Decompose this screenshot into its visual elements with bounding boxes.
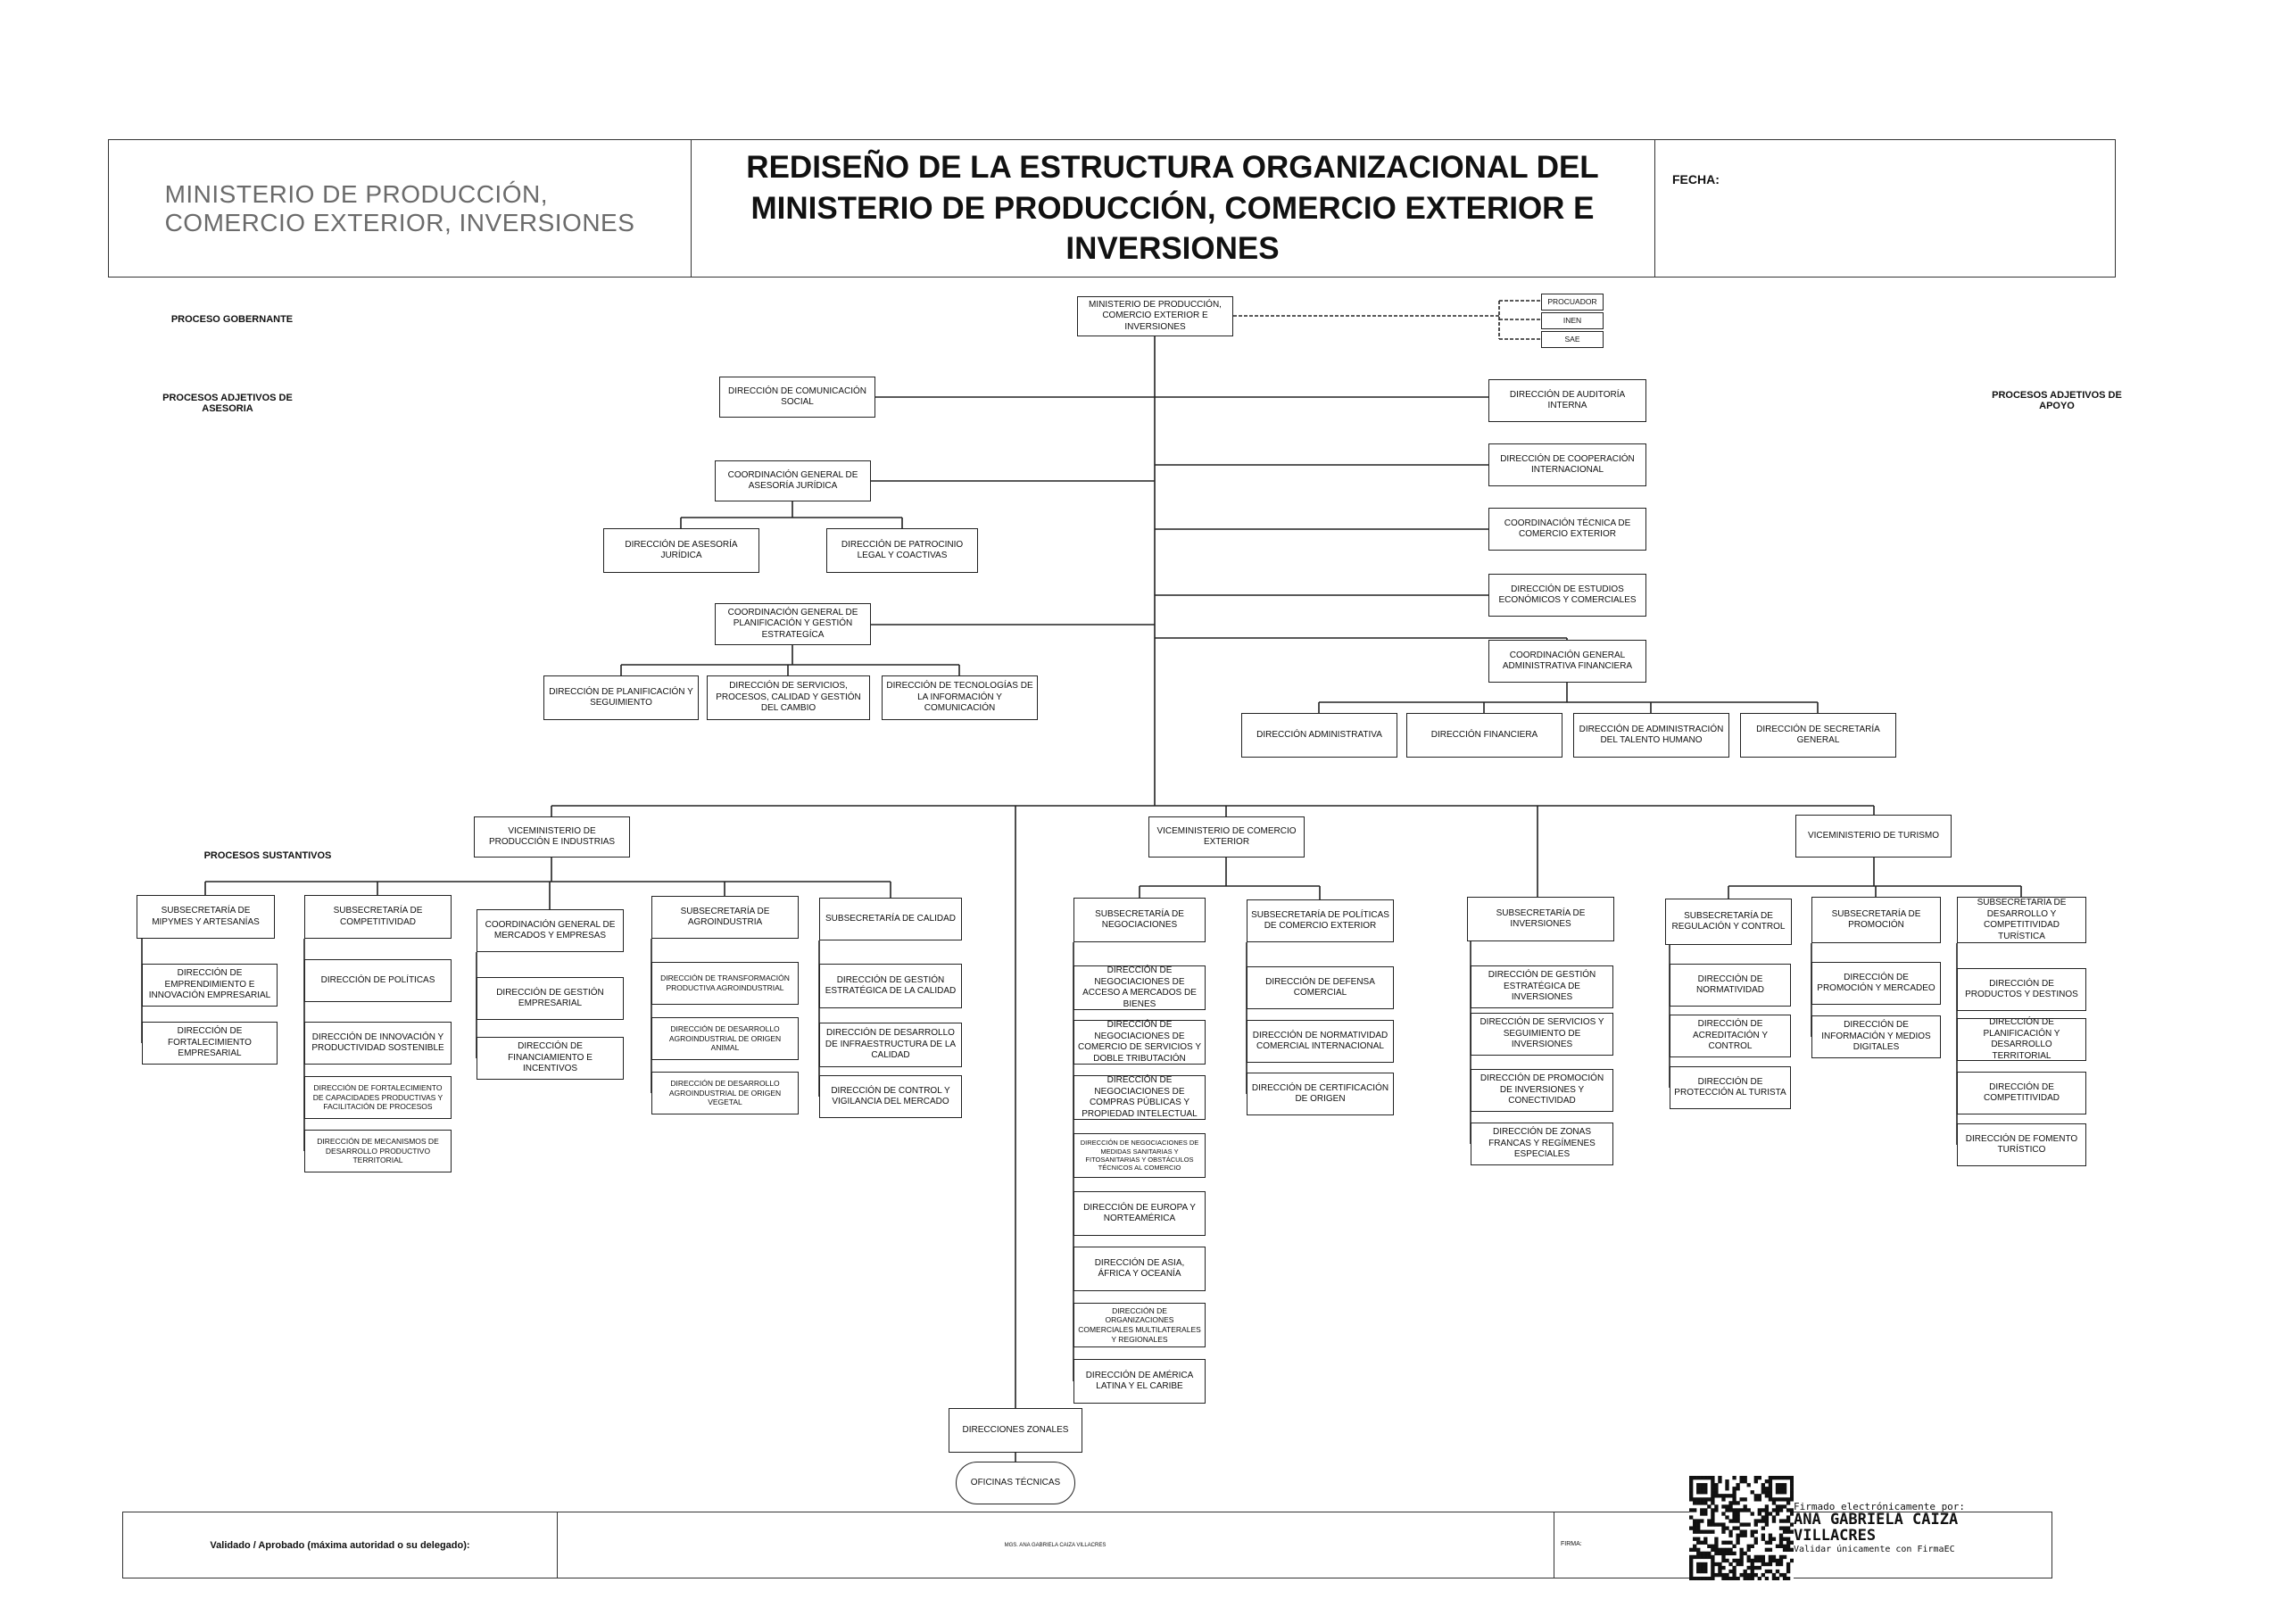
- box-dir-servicios-inv[interactable]: DIRECCIÓN DE SERVICIOS Y SEGUIMIENTO DE …: [1471, 1013, 1613, 1056]
- box-dir-patrocinio[interactable]: DIRECCIÓN DE PATROCINIO LEGAL Y COACTIVA…: [826, 528, 978, 573]
- box-procuraduria[interactable]: PROCUADOR: [1541, 294, 1604, 311]
- box-sub-mipymes[interactable]: SUBSECRETARÍA DE MIPYMES Y ARTESANÍAS: [137, 895, 275, 939]
- box-vm-comercio[interactable]: VICEMINISTERIO DE COMERCIO EXTERIOR: [1148, 816, 1305, 858]
- box-cg-asesoria[interactable]: COORDINACIÓN GENERAL DE ASESORÍA JURÍDIC…: [715, 460, 871, 501]
- signature-line-2: ANA GABRIELA CAIZA: [1794, 1511, 1959, 1529]
- box-dir-gestion-inv[interactable]: DIRECCIÓN DE GESTIÓN ESTRATÉGICA DE INVE…: [1471, 965, 1613, 1008]
- box-sub-negociaciones[interactable]: SUBSECRETARÍA DE NEGOCIACIONES: [1073, 898, 1206, 942]
- box-sub-promocion[interactable]: SUBSECRETARÍA DE PROMOCIÓN: [1811, 897, 1941, 943]
- box-dir-acreditacion[interactable]: DIRECCIÓN DE ACREDITACIÓN Y CONTROL: [1670, 1015, 1791, 1057]
- box-dir-informacion[interactable]: DIRECCIÓN DE INFORMACIÓN Y MEDIOS DIGITA…: [1811, 1015, 1941, 1058]
- box-dir-tecnologias[interactable]: DIRECCIÓN DE TECNOLOGÍAS DE LA INFORMACI…: [882, 675, 1038, 720]
- document-title: REDISEÑO DE LA ESTRUCTURA ORGANIZACIONAL…: [746, 150, 1599, 267]
- box-dir-administrativa[interactable]: DIRECCIÓN ADMINISTRATIVA: [1241, 713, 1397, 758]
- box-dir-planificacion-tur[interactable]: DIRECCIÓN DE PLANIFICACIÓN Y DESARROLLO …: [1957, 1017, 2086, 1061]
- ministry-logo: MINISTERIO DE PRODUCCIÓN, COMERCIO EXTER…: [109, 140, 692, 277]
- box-dir-defensa[interactable]: DIRECCIÓN DE DEFENSA COMERCIAL: [1247, 966, 1394, 1009]
- box-dir-infra-calidad[interactable]: DIRECCIÓN DE DESARROLLO DE INFRAESTRUCTU…: [819, 1023, 962, 1067]
- box-dir-comunicacion[interactable]: DIRECCIÓN DE COMUNICACIÓN SOCIAL: [719, 377, 875, 418]
- box-sub-politicas-ce[interactable]: SUBSECRETARÍA DE POLÍTICAS DE COMERCIO E…: [1247, 899, 1394, 942]
- box-dir-neg-sanitarias[interactable]: DIRECCIÓN DE NEGOCIACIONES DE MEDIDAS SA…: [1073, 1133, 1206, 1178]
- box-vm-turismo[interactable]: VICEMINISTERIO DE TURISMO: [1795, 815, 1952, 858]
- box-dir-america[interactable]: DIRECCIÓN DE AMÉRICA LATINA Y EL CARIBE: [1073, 1359, 1206, 1404]
- box-dir-financiamiento[interactable]: DIRECCIÓN DE FINANCIAMIENTO E INCENTIVOS: [477, 1037, 624, 1080]
- logo-text: MINISTERIO DE PRODUCCIÓN, COMERCIO EXTER…: [164, 180, 635, 236]
- box-dir-emprendimiento[interactable]: DIRECCIÓN DE EMPRENDIMIENTO E INNOVACIÓN…: [142, 964, 278, 1007]
- firma-label: FIRMA:: [1561, 1541, 1582, 1547]
- box-dir-financiera[interactable]: DIRECCIÓN FINANCIERA: [1406, 713, 1562, 758]
- box-dir-agro-vegetal[interactable]: DIRECCIÓN DE DESARROLLO AGROINDUSTRIAL D…: [651, 1072, 799, 1114]
- box-inen[interactable]: INEN: [1541, 312, 1604, 329]
- label-asesoria: PROCESOS ADJETIVOS DE ASESORIA: [162, 393, 293, 414]
- box-dir-fort-capacidades[interactable]: DIRECCIÓN DE FORTALECIMIENTO DE CAPACIDA…: [304, 1076, 452, 1119]
- box-dir-zonales[interactable]: DIRECCIONES ZONALES: [949, 1408, 1082, 1453]
- box-dir-europa[interactable]: DIRECCIÓN DE EUROPA Y NORTEAMÉRICA: [1073, 1191, 1206, 1236]
- box-dir-neg-servicios[interactable]: DIRECCIÓN DE NEGOCIACIONES DE COMERCIO D…: [1073, 1020, 1206, 1065]
- box-dir-proteccion[interactable]: DIRECCIÓN DE PROTECCIÓN AL TURISTA: [1670, 1066, 1791, 1109]
- box-dir-mecanismos[interactable]: DIRECCIÓN DE MECANISMOS DE DESARROLLO PR…: [304, 1130, 452, 1172]
- box-sub-desarrollo-tur[interactable]: SUBSECRETARÍA DE DESARROLLO Y COMPETITIV…: [1957, 897, 2086, 943]
- box-dir-gestion-emp[interactable]: DIRECCIÓN DE GESTIÓN EMPRESARIAL: [477, 977, 624, 1020]
- box-dir-innovacion[interactable]: DIRECCIÓN DE INNOVACIÓN Y PRODUCTIVIDAD …: [304, 1022, 452, 1065]
- document-title-cell: REDISEÑO DE LA ESTRUCTURA ORGANIZACIONAL…: [691, 140, 1655, 277]
- box-oficinas-tecnicas[interactable]: OFICINAS TÉCNICAS: [956, 1462, 1075, 1504]
- box-dir-normatividad[interactable]: DIRECCIÓN DE NORMATIVIDAD: [1670, 964, 1791, 1007]
- approval-footer: Validado / Aprobado (máxima autoridad o …: [122, 1512, 2052, 1578]
- box-sub-calidad[interactable]: SUBSECRETARÍA DE CALIDAD: [819, 898, 962, 940]
- approver-name: MGS. ANA GABRIELA CAIZA VILLACRES: [557, 1512, 1554, 1578]
- box-dir-promocion-mercadeo[interactable]: DIRECCIÓN DE PROMOCIÓN Y MERCADEO: [1811, 962, 1941, 1005]
- box-cg-planificacion[interactable]: COORDINACIÓN GENERAL DE PLANIFICACIÓN Y …: [715, 603, 871, 645]
- box-vm-produccion[interactable]: VICEMINISTERIO DE PRODUCCIÓN E INDUSTRIA…: [474, 816, 630, 858]
- box-dir-transformacion[interactable]: DIRECCIÓN DE TRANSFORMACIÓN PRODUCTIVA A…: [651, 962, 799, 1005]
- box-dir-politicas[interactable]: DIRECCIÓN DE POLÍTICAS: [304, 959, 452, 1002]
- box-ministerio[interactable]: MINISTERIO DE PRODUCCIÓN, COMERCIO EXTER…: [1077, 296, 1233, 336]
- label-apoyo: PROCESOS ADJETIVOS DE APOYO: [1992, 390, 2122, 411]
- date-label: FECHA:: [1672, 172, 1720, 186]
- box-dir-control[interactable]: DIRECCIÓN DE CONTROL Y VIGILANCIA DEL ME…: [819, 1075, 962, 1118]
- box-dir-auditoria[interactable]: DIRECCIÓN DE AUDITORÍA INTERNA: [1488, 379, 1646, 422]
- box-dir-neg-bienes[interactable]: DIRECCIÓN DE NEGOCIACIONES DE ACCESO A M…: [1073, 965, 1206, 1010]
- box-dir-estudios[interactable]: DIRECCIÓN DE ESTUDIOS ECONÓMICOS Y COMER…: [1488, 574, 1646, 617]
- box-coord-tecnica[interactable]: COORDINACIÓN TÉCNICA DE COMERCIO EXTERIO…: [1488, 508, 1646, 551]
- box-dir-zonas[interactable]: DIRECCIÓN DE ZONAS FRANCAS Y REGÍMENES E…: [1471, 1123, 1613, 1165]
- box-dir-agro-animal[interactable]: DIRECCIÓN DE DESARROLLO AGROINDUSTRIAL D…: [651, 1017, 799, 1060]
- signature-line-4: Validar únicamente con FirmaEC: [1794, 1544, 1955, 1554]
- box-dir-asesoria[interactable]: DIRECCIÓN DE ASESORÍA JURÍDICA: [603, 528, 759, 573]
- box-dir-planificacion[interactable]: DIRECCIÓN DE PLANIFICACIÓN Y SEGUIMIENTO: [543, 675, 699, 720]
- signature-line-1: Firmado electrónicamente por:: [1794, 1501, 1966, 1512]
- box-dir-organizaciones[interactable]: DIRECCIÓN DE ORGANIZACIONES COMERCIALES …: [1073, 1303, 1206, 1347]
- signature-line-3: VILLACRES: [1794, 1526, 1877, 1545]
- box-sub-agroindustria[interactable]: SUBSECRETARÍA DE AGROINDUSTRIA: [651, 896, 799, 939]
- box-dir-normatividad-ci[interactable]: DIRECCIÓN DE NORMATIVIDAD COMERCIAL INTE…: [1247, 1020, 1394, 1063]
- box-cg-administrativa[interactable]: COORDINACIÓN GENERAL ADMINISTRATIVA FINA…: [1488, 640, 1646, 683]
- box-dir-certificacion[interactable]: DIRECCIÓN DE CERTIFICACIÓN DE ORIGEN: [1247, 1073, 1394, 1115]
- box-sub-inversiones[interactable]: SUBSECRETARÍA DE INVERSIONES: [1467, 897, 1614, 941]
- box-dir-fortalecimiento[interactable]: DIRECCIÓN DE FORTALECIMIENTO EMPRESARIAL: [142, 1022, 278, 1065]
- box-dir-cooperacion[interactable]: DIRECCIÓN DE COOPERACIÓN INTERNACIONAL: [1488, 443, 1646, 486]
- box-dir-gestion-calidad[interactable]: DIRECCIÓN DE GESTIÓN ESTRATÉGICA DE LA C…: [819, 964, 962, 1008]
- electronic-signature: Firmado electrónicamente por: ANA GABRIE…: [1794, 1501, 1965, 1554]
- box-sub-regulacion[interactable]: SUBSECRETARÍA DE REGULACIÓN Y CONTROL: [1665, 899, 1792, 945]
- box-dir-asia[interactable]: DIRECCIÓN DE ASIA, ÁFRICA Y OCEANÍA: [1073, 1247, 1206, 1291]
- box-dir-neg-compras[interactable]: DIRECCIÓN DE NEGOCIACIONES DE COMPRAS PÚ…: [1073, 1075, 1206, 1120]
- approval-label: Validado / Aprobado (máxima autoridad o …: [123, 1512, 558, 1578]
- box-dir-talento[interactable]: DIRECCIÓN DE ADMINISTRACIÓN DEL TALENTO …: [1573, 713, 1729, 758]
- box-dir-servicios[interactable]: DIRECCIÓN DE SERVICIOS, PROCESOS, CALIDA…: [707, 675, 870, 720]
- box-sub-competitividad[interactable]: SUBSECRETARÍA DE COMPETITIVIDAD: [304, 895, 452, 939]
- header: MINISTERIO DE PRODUCCIÓN, COMERCIO EXTER…: [108, 139, 2116, 278]
- label-gobernante: PROCESO GOBERNANTE: [170, 314, 294, 325]
- box-dir-fomento[interactable]: DIRECCIÓN DE FOMENTO TURÍSTICO: [1957, 1123, 2086, 1166]
- box-cg-mercados[interactable]: COORDINACIÓN GENERAL DE MERCADOS Y EMPRE…: [477, 909, 624, 952]
- signature-cell: FIRMA:: [1554, 1512, 2053, 1578]
- box-dir-promocion-inv[interactable]: DIRECCIÓN DE PROMOCIÓN DE INVERSIONES Y …: [1471, 1069, 1613, 1112]
- box-dir-secretaria[interactable]: DIRECCIÓN DE SECRETARÍA GENERAL: [1740, 713, 1896, 758]
- box-dir-competitividad[interactable]: DIRECCIÓN DE COMPETITIVIDAD: [1957, 1072, 2086, 1114]
- qr-code-icon: [1689, 1476, 1794, 1580]
- box-sae[interactable]: SAE: [1541, 331, 1604, 348]
- box-dir-productos[interactable]: DIRECCIÓN DE PRODUCTOS Y DESTINOS: [1957, 968, 2086, 1011]
- label-sustantivos: PROCESOS SUSTANTIVOS: [203, 850, 332, 861]
